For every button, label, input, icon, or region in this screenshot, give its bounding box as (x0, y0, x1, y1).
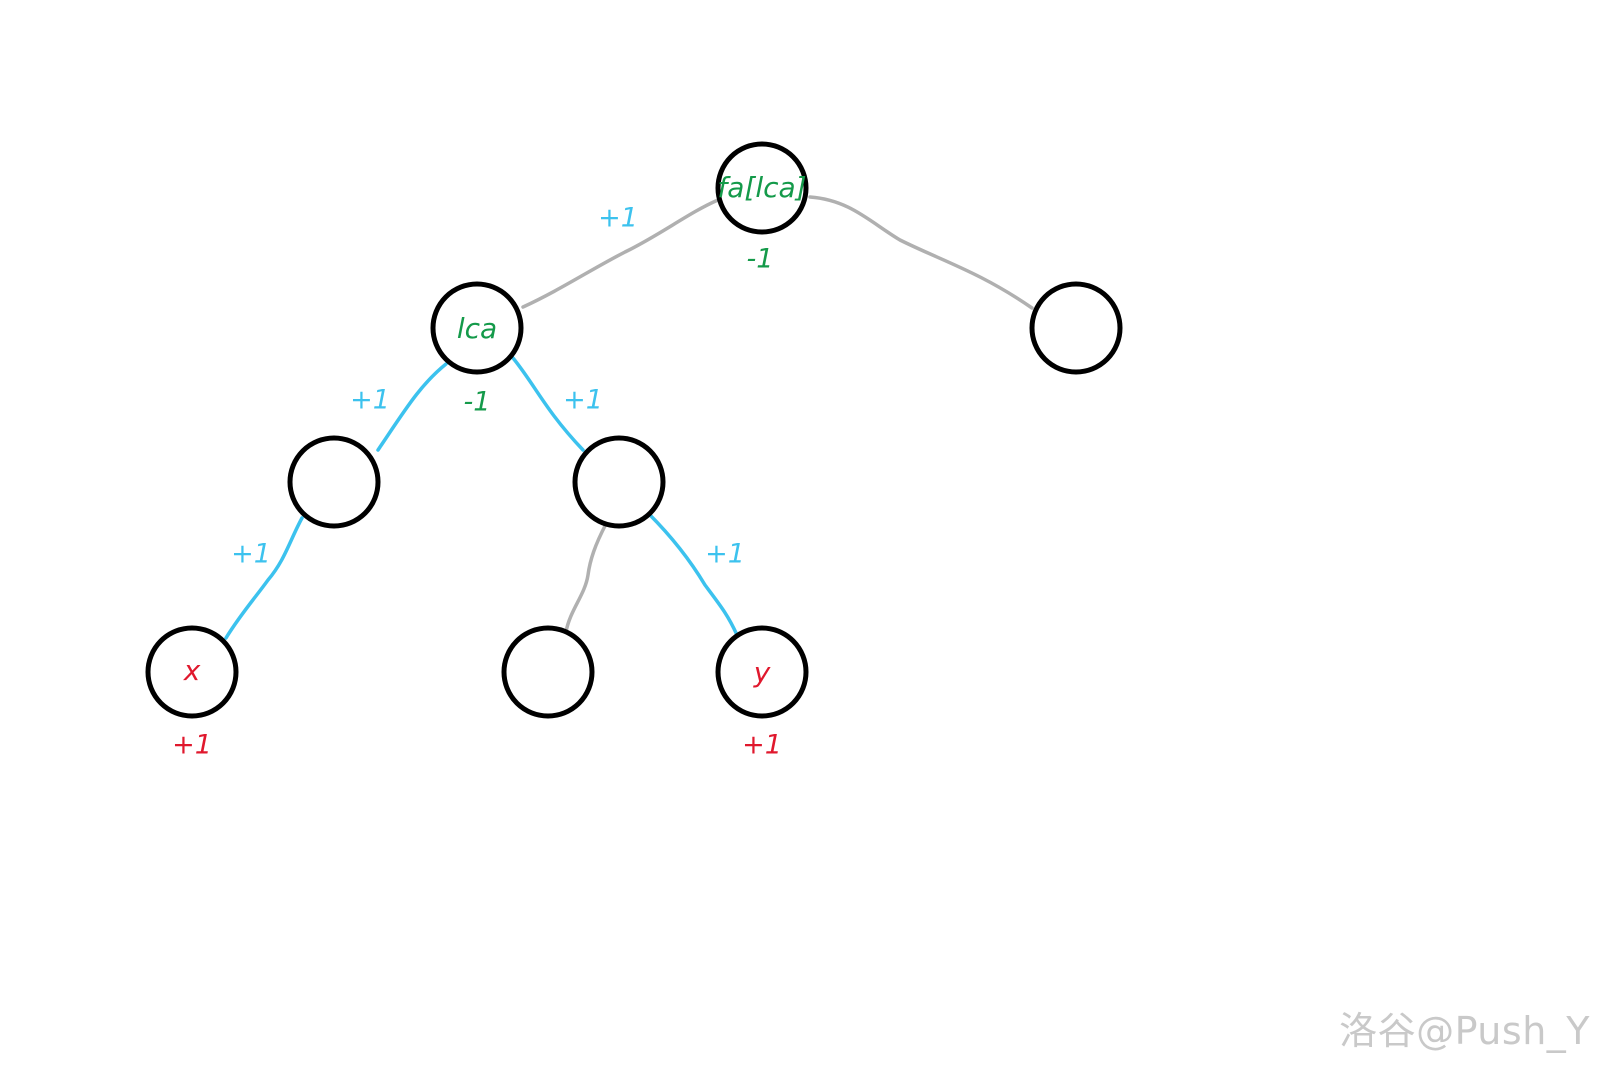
node-value-fa-lca: -1 (747, 244, 774, 275)
node-x: x (145, 625, 239, 719)
node-right-mid (572, 435, 666, 529)
node-lca-label: lca (457, 312, 497, 345)
edge-lca-to-right-mid (511, 356, 585, 452)
node-fa-lca: fa[lca] (715, 141, 809, 235)
node-value-lca: -1 (464, 387, 491, 418)
edge-label-left-mid-to-lca: +1 (350, 385, 390, 416)
edge-label-y-to-right-mid: +1 (705, 539, 745, 570)
node-y: y (715, 625, 809, 719)
node-mid-leaf (501, 625, 595, 719)
node-y-label: y (753, 656, 771, 689)
node-fa-lca-label: fa[lca] (717, 171, 806, 204)
node-lca: lca (430, 281, 524, 375)
node-value-x: +1 (172, 730, 212, 761)
edge-left-mid-to-x (224, 516, 304, 640)
node-value-y: +1 (742, 730, 782, 761)
edge-right-mid-to-y (647, 512, 739, 637)
edge-fa-lca-to-right-child (808, 195, 1034, 310)
node-right-child (1029, 281, 1123, 375)
edge-label-lca-to-fa: +1 (598, 203, 638, 234)
edge-lca-to-left-mid (376, 362, 448, 452)
edge-fa-lca-to-lca (521, 198, 720, 309)
node-left-mid (287, 435, 381, 529)
watermark: 洛谷@Push_Y (1339, 1009, 1590, 1053)
node-x-label: x (183, 654, 201, 687)
edge-label-x-to-left-mid: +1 (231, 539, 271, 570)
edge-right-mid-to-mid-leaf (564, 522, 608, 634)
edge-label-right-mid-to-lca: +1 (563, 385, 603, 416)
